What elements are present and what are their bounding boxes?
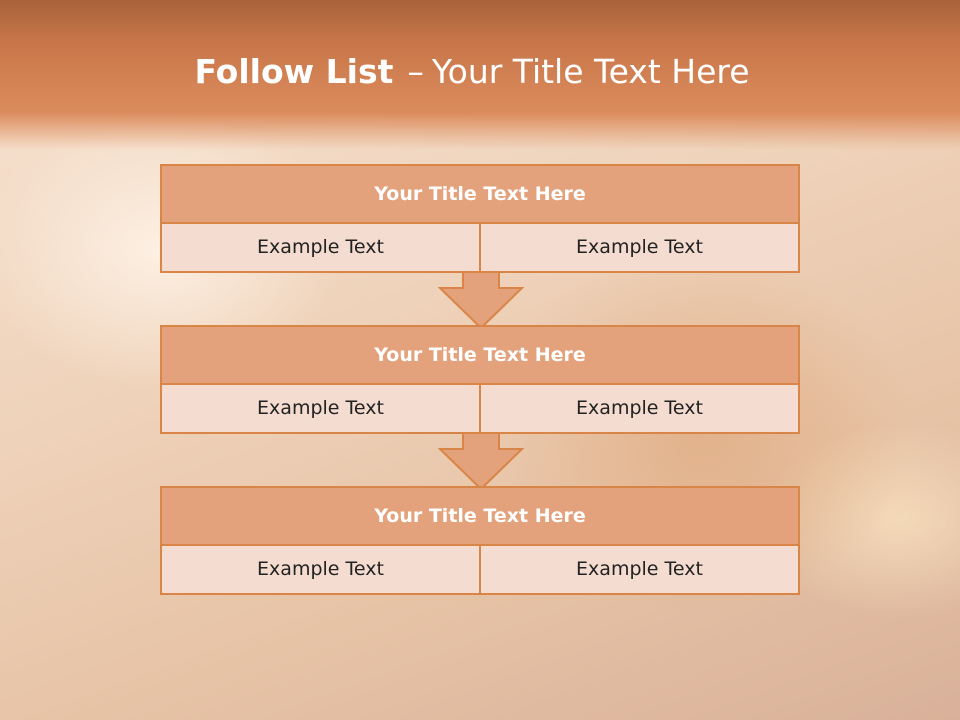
step-cell-right: Example Text <box>479 546 798 593</box>
step-block-3: Your Title Text Here Example Text Exampl… <box>160 486 800 595</box>
step-title: Your Title Text Here <box>162 488 798 546</box>
step-cell-left: Example Text <box>257 397 384 419</box>
slide-title-rest: Your Title Text Here <box>431 52 750 91</box>
step-cell-left: Example Text <box>257 236 384 258</box>
step-title: Your Title Text Here <box>162 166 798 224</box>
slide-title: Follow List–Your Title Text Here <box>0 52 944 91</box>
down-arrow-icon <box>438 271 524 329</box>
step-row: Example Text Example Text <box>162 385 798 432</box>
slide-title-bold: Follow List <box>194 52 394 91</box>
slide-title-dash: – <box>407 52 424 91</box>
step-block-1: Your Title Text Here Example Text Exampl… <box>160 164 800 273</box>
step-row: Example Text Example Text <box>162 546 798 593</box>
step-cell-right: Example Text <box>479 224 798 271</box>
step-cell-right: Example Text <box>479 385 798 432</box>
step-cell-left: Example Text <box>257 558 384 580</box>
header-band <box>0 0 960 150</box>
step-block-2: Your Title Text Here Example Text Exampl… <box>160 325 800 434</box>
down-arrow-icon <box>438 432 524 490</box>
step-row: Example Text Example Text <box>162 224 798 271</box>
step-title: Your Title Text Here <box>162 327 798 385</box>
